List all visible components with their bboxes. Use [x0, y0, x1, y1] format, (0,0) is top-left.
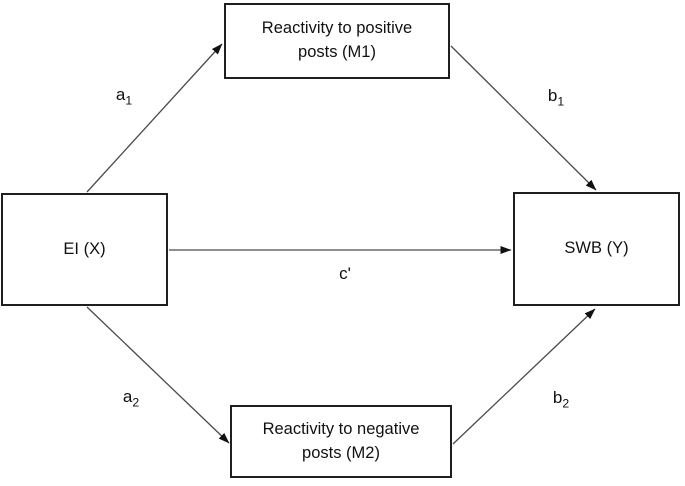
path-a1-label-sub: 1 [125, 93, 133, 108]
path-a1-label-base: a [115, 85, 126, 104]
path-b2-label-base: b [552, 388, 563, 407]
node-predictor-box: EI (X) [1, 193, 168, 306]
node-mediator2-label: Reactivity to negative posts (M2) [262, 419, 420, 462]
path-c-label-base: c' [339, 264, 351, 283]
node-mediator1-label: Reactivity to positive posts (M1) [261, 19, 413, 61]
path-b1-label-base: b [547, 86, 558, 105]
path-b2-label-sub: 2 [562, 396, 570, 411]
path-a2-label-base: a [122, 387, 133, 406]
path-a1-arrow [86, 43, 223, 193]
path-a2-label: a2 [122, 387, 140, 410]
path-a2-label-sub: 2 [132, 395, 140, 410]
path-a2-arrow [86, 306, 230, 444]
path-b1-arrow [450, 45, 597, 191]
path-a1-label: a1 [115, 85, 133, 108]
node-outcome-label: SWB (Y) [564, 239, 629, 258]
node-mediator2-box: Reactivity to negative posts (M2) [230, 405, 452, 478]
path-b2-label: b2 [552, 388, 570, 411]
path-c-label: c' [339, 264, 351, 284]
node-outcome-box: SWB (Y) [513, 192, 680, 306]
path-b1-label-sub: 1 [557, 94, 565, 109]
path-b2-arrow [452, 308, 596, 445]
node-mediator1-box: Reactivity to positive posts (M1) [224, 3, 450, 79]
node-predictor-label: EI (X) [63, 239, 106, 258]
path-b1-label: b1 [547, 86, 565, 109]
